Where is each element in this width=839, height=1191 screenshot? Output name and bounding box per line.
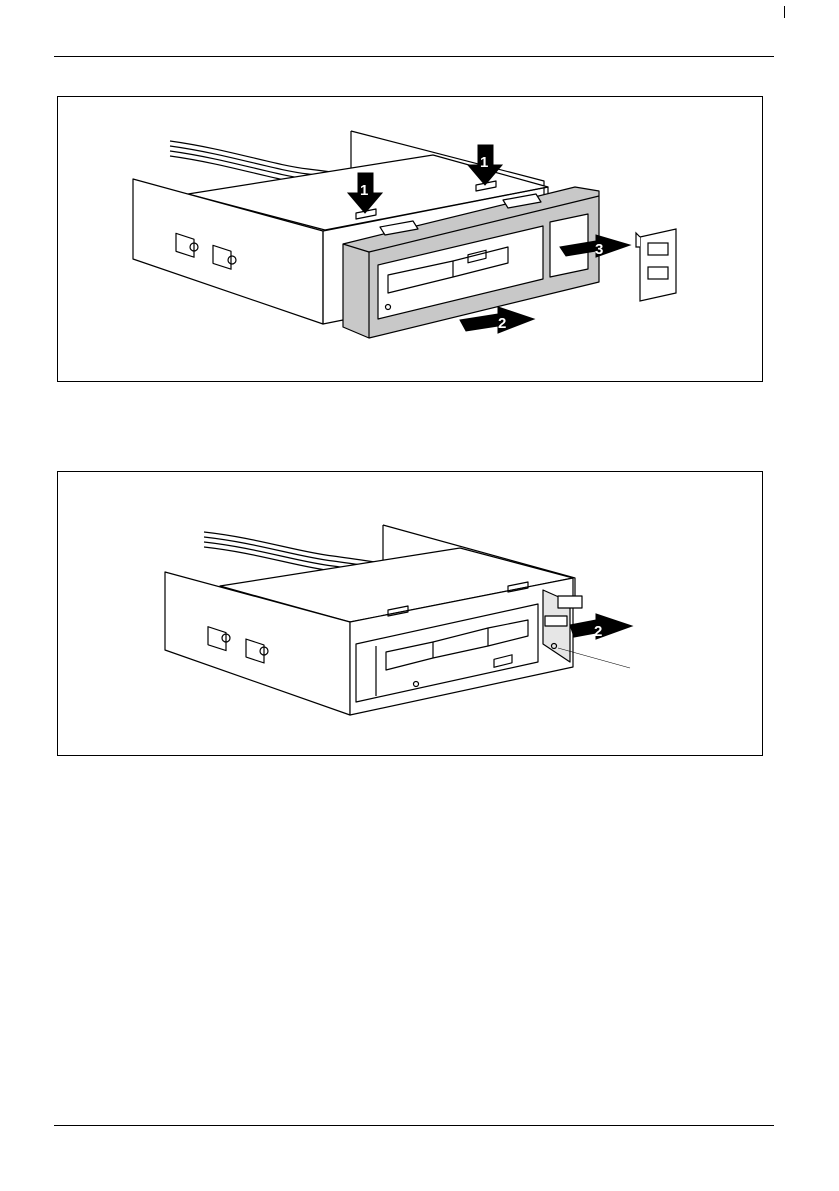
page-corner-mark (784, 6, 785, 18)
figure-remove-front-panel: 1 1 2 3 (57, 96, 763, 382)
callout-pull-connector: 2 (594, 623, 602, 640)
front-panel-removal-illustration: 1 1 2 3 (58, 97, 762, 381)
card-slot-cover (636, 229, 676, 301)
callout-push-left: 1 (360, 182, 368, 199)
drive-installation-illustration: 2 (58, 472, 762, 756)
callout-push-right: 1 (480, 154, 488, 171)
header-rule (54, 56, 774, 57)
card-reader-connector (558, 596, 582, 608)
footer-rule (54, 1125, 774, 1126)
callout-remove-cover: 3 (595, 241, 603, 258)
figure-install-drive: 2 (57, 471, 763, 756)
callout-pull-panel: 2 (498, 315, 506, 332)
